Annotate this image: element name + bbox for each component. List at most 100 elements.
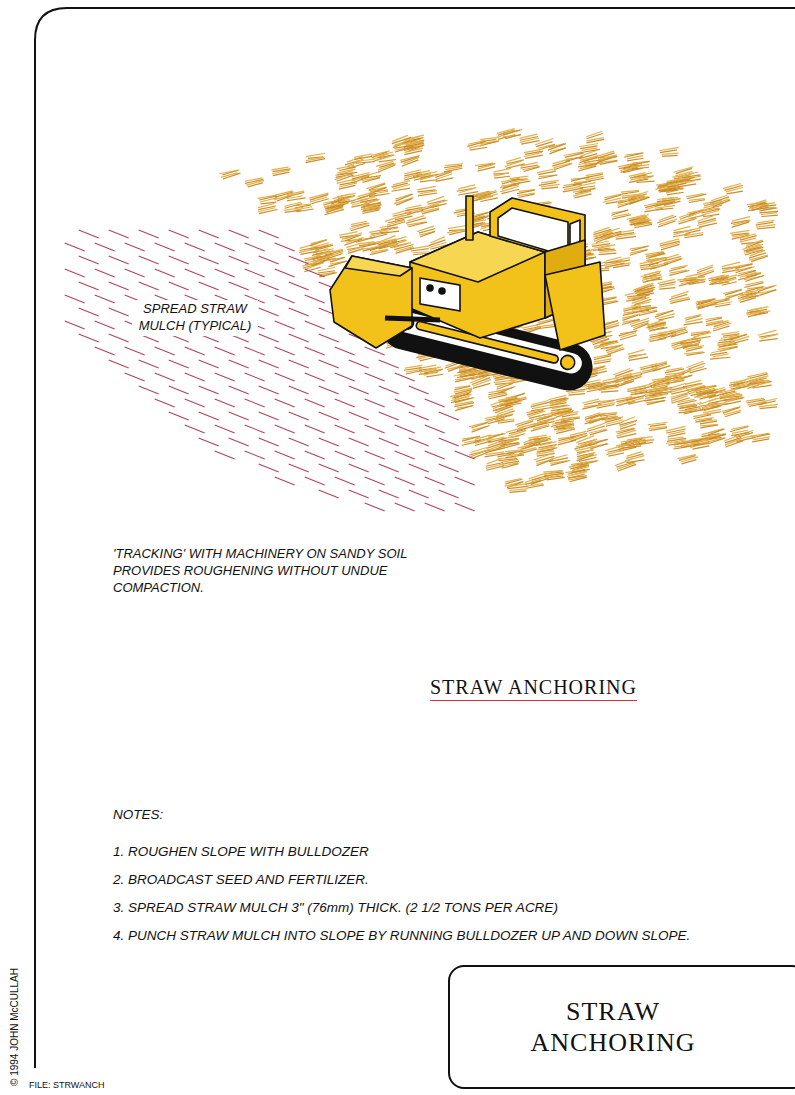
slope-dash — [155, 347, 175, 355]
slope-dash — [289, 334, 309, 342]
slope-dash — [425, 425, 445, 433]
straw-tuft — [420, 203, 440, 214]
straw-tuft — [502, 129, 523, 139]
straw-tuft — [693, 413, 714, 423]
slope-dash — [259, 230, 279, 238]
slope-dash — [395, 451, 415, 459]
slope-dash — [319, 490, 339, 498]
slope-dash — [155, 269, 175, 277]
slope-dash — [65, 243, 85, 251]
slope-dash — [319, 334, 339, 342]
slope-dash — [335, 425, 355, 433]
straw-tuft — [449, 392, 470, 403]
slope-dash — [349, 490, 369, 498]
straw-tuft — [630, 160, 651, 170]
slope-dash — [95, 269, 115, 277]
slope-dash — [245, 347, 265, 355]
straw-tuft — [659, 147, 680, 158]
slope-dash — [259, 282, 279, 290]
slope-dash — [439, 412, 459, 420]
straw-tuft — [635, 283, 656, 295]
slope-dash — [319, 412, 339, 420]
straw-tuft — [495, 381, 516, 393]
straw-tuft — [678, 454, 699, 464]
straw-tuft — [668, 264, 689, 276]
slope-dash — [319, 386, 339, 394]
straw-tuft — [625, 436, 647, 446]
slope-dash — [109, 360, 129, 368]
straw-tuft — [751, 379, 772, 388]
slope-dash — [245, 243, 265, 251]
slope-dash — [305, 399, 325, 407]
straw-tuft — [498, 396, 518, 406]
straw-tuft — [403, 169, 423, 181]
straw-tuft — [520, 162, 540, 172]
straw-tuft — [684, 273, 706, 284]
slope-dash — [65, 295, 85, 303]
slope-dash — [155, 373, 175, 381]
slope-dash — [365, 425, 385, 433]
straw-tuft — [515, 419, 536, 432]
title-box: STRAW ANCHORING — [448, 965, 795, 1089]
slope-dash — [95, 321, 115, 329]
slope-dash — [199, 360, 219, 368]
slope-dash — [139, 282, 159, 290]
straw-tuft — [400, 155, 421, 167]
slope-dash — [305, 295, 325, 303]
slope-dash — [125, 269, 145, 277]
slope-dash — [199, 438, 219, 446]
copyright: © 1994 JOHN McCULLAH — [8, 968, 21, 1086]
slope-dash — [455, 477, 475, 485]
slope-dash — [289, 282, 309, 290]
straw-tuft — [615, 427, 636, 438]
slope-dash — [79, 230, 99, 238]
straw-tuft — [628, 194, 648, 205]
straw-tuft — [423, 367, 444, 378]
slope-dash — [139, 386, 159, 394]
slope-dash — [365, 399, 385, 407]
slope-dash — [289, 412, 309, 420]
straw-tuft — [730, 217, 751, 228]
slope-dash — [169, 386, 189, 394]
straw-tuft — [324, 202, 344, 213]
slope-dash — [305, 373, 325, 381]
slope-dash — [275, 321, 295, 329]
straw-tuft — [605, 445, 626, 457]
straw-tuft — [534, 453, 556, 466]
straw-tuft — [535, 138, 555, 150]
straw-tuft — [611, 209, 631, 220]
slope-dash — [425, 503, 445, 511]
slope-dash — [95, 243, 115, 251]
straw-tuft — [273, 190, 294, 201]
slope-dash — [275, 347, 295, 355]
straw-tuft — [707, 273, 729, 285]
slope-dash — [259, 438, 279, 446]
slope-dash — [229, 230, 249, 238]
slope-dash — [65, 321, 85, 329]
straw-tuft — [710, 274, 731, 285]
callout-label: SPREAD STRAW MULCH (TYPICAL) — [132, 300, 258, 336]
straw-tuft — [682, 314, 703, 326]
slope-dash — [365, 477, 385, 485]
straw-tuft — [742, 244, 764, 256]
straw-tuft — [555, 417, 575, 427]
straw-tuft — [669, 291, 691, 304]
slope-dash — [259, 412, 279, 420]
straw-tuft — [617, 416, 638, 429]
straw-tuft — [564, 152, 585, 162]
straw-tuft — [624, 152, 645, 161]
straw-tuft — [538, 180, 560, 191]
slope-dash — [229, 256, 249, 264]
slope-dash — [275, 477, 295, 485]
straw-tuft — [661, 253, 682, 265]
slope-dash — [289, 464, 309, 472]
straw-tuft — [596, 151, 616, 162]
slope-dash — [395, 373, 415, 381]
straw-tuft — [404, 204, 424, 215]
slope-dash — [229, 438, 249, 446]
slope-dash — [379, 464, 399, 472]
straw-tuft — [624, 451, 645, 464]
slope-dash — [155, 243, 175, 251]
straw-tuft — [354, 154, 375, 165]
straw-tuft — [750, 432, 771, 442]
